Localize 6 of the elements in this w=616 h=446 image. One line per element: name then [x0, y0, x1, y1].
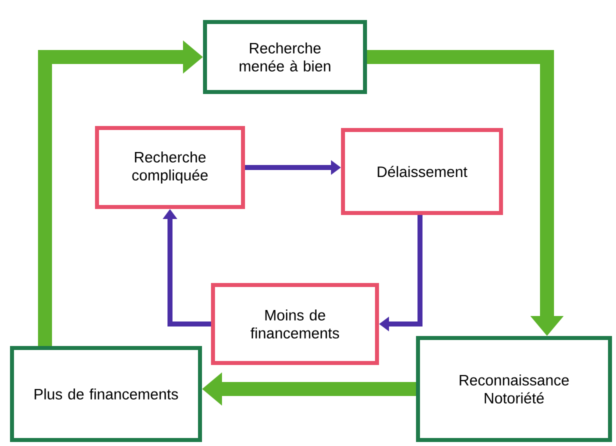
process-box: Moins de financements: [211, 283, 379, 365]
process-box: Reconnaissance Notoriété: [416, 336, 612, 442]
process-box: Recherche compliquée: [95, 126, 245, 209]
process-box: Recherche menée à bien: [203, 20, 367, 94]
process-box: Délaissement: [341, 128, 503, 215]
process-box: Plus de financements: [10, 346, 202, 442]
